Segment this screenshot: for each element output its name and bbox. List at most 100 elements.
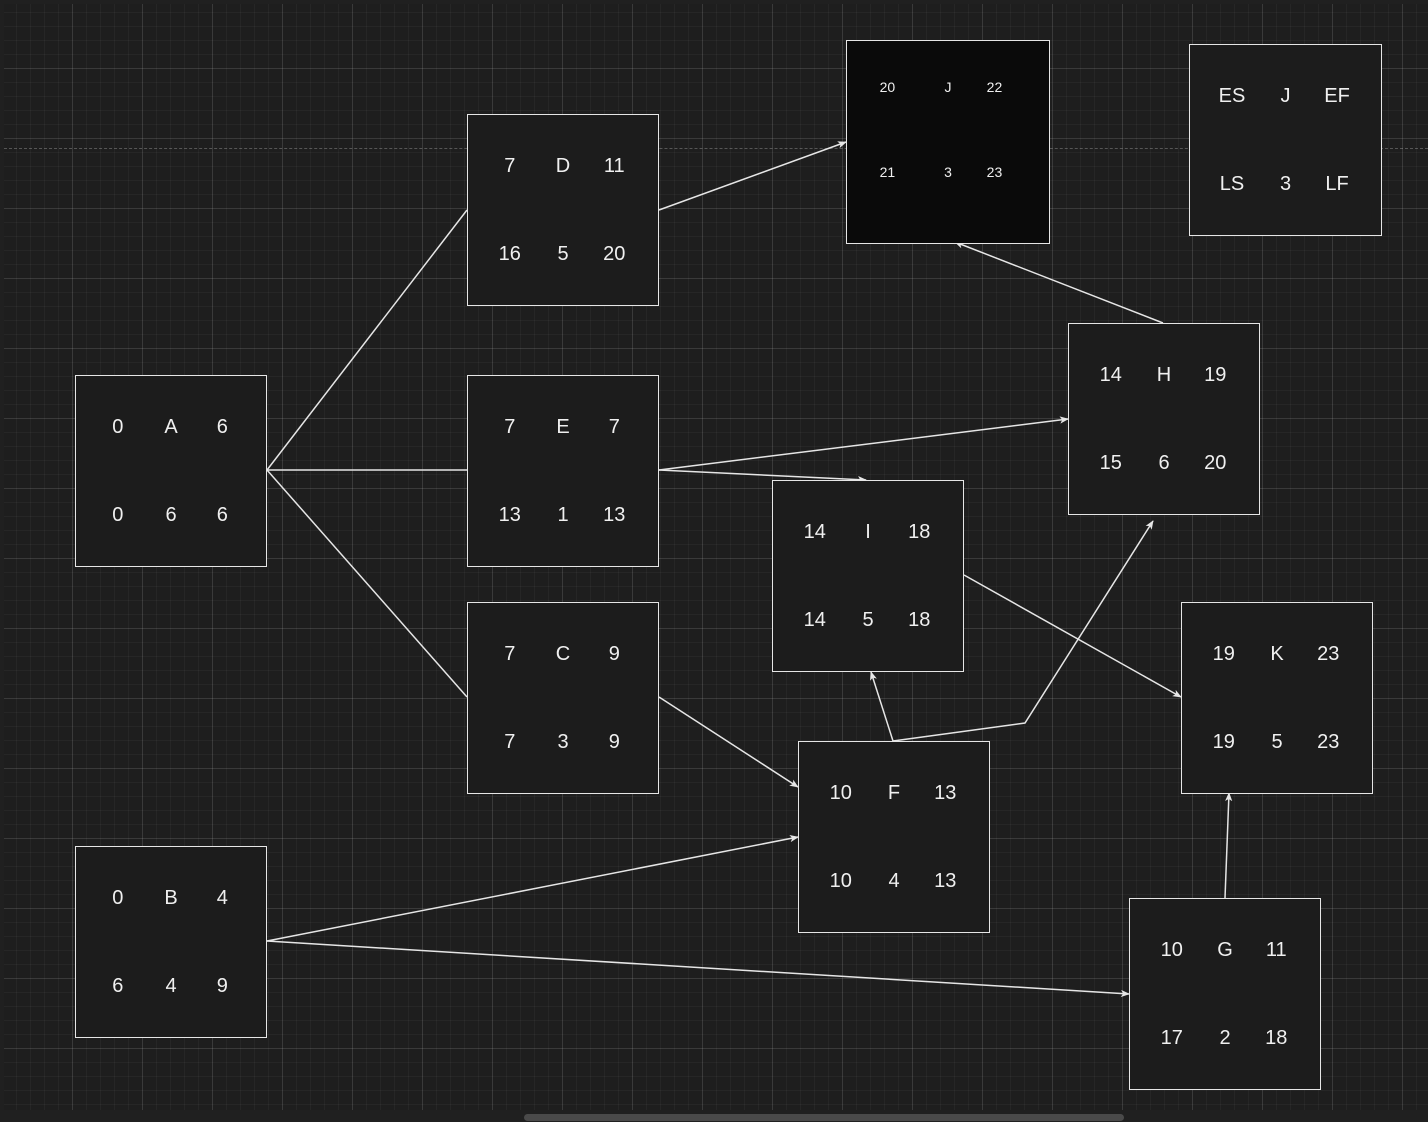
- late-finish: 13: [603, 503, 626, 526]
- late-finish: 9: [216, 974, 228, 997]
- edge-g-k[interactable]: [1224, 792, 1233, 899]
- activity-node-i[interactable]: 14 I 18 14 5 18: [772, 480, 964, 672]
- early-finish: 4: [216, 887, 228, 910]
- duration: 5: [862, 608, 874, 631]
- early-start: 7: [504, 155, 516, 178]
- early-finish: 13: [934, 782, 957, 805]
- late-finish: 13: [934, 869, 957, 892]
- duration: 4: [165, 974, 177, 997]
- early-start: 10: [829, 782, 852, 805]
- activity-name: A: [164, 416, 178, 439]
- horizontal-scrollbar[interactable]: [524, 1114, 1124, 1121]
- early-finish: 9: [608, 643, 620, 666]
- late-start: 7: [504, 730, 516, 753]
- activity-name: F: [887, 782, 901, 805]
- early-start: 10: [1160, 939, 1183, 962]
- activity-name: J: [944, 79, 952, 96]
- activity-name: D: [555, 155, 571, 178]
- legend-name-label: J: [1280, 85, 1291, 108]
- late-finish: 20: [1204, 451, 1227, 474]
- legend-duration-label: 3: [1279, 172, 1292, 195]
- activity-name: E: [556, 416, 570, 439]
- early-start: 7: [504, 643, 516, 666]
- duration: 5: [1271, 730, 1283, 753]
- edge-e-i[interactable]: [658, 469, 867, 484]
- late-finish: 23: [986, 164, 1003, 181]
- late-start: 17: [1160, 1026, 1183, 1049]
- early-start: 19: [1212, 643, 1235, 666]
- legend-es-label: ES: [1218, 85, 1246, 108]
- activity-name: K: [1270, 643, 1284, 666]
- duration: 5: [557, 242, 569, 265]
- activity-node-d[interactable]: 7 D 11 16 5 20: [467, 114, 659, 306]
- early-start: 14: [1099, 364, 1122, 387]
- late-start: 0: [112, 503, 124, 526]
- duration: 1: [557, 503, 569, 526]
- edge-c-f[interactable]: [658, 696, 799, 788]
- early-finish: 18: [908, 521, 931, 544]
- activity-node-j[interactable]: 20 J 22 21 3 23: [846, 40, 1050, 244]
- activity-name: C: [555, 643, 571, 666]
- legend-ls-label: LS: [1219, 172, 1245, 195]
- early-start: 14: [803, 521, 826, 544]
- early-finish: 23: [1317, 643, 1340, 666]
- late-start: 10: [829, 869, 852, 892]
- alignment-guide: [4, 148, 1428, 149]
- edge-i-k[interactable]: [963, 574, 1182, 698]
- activity-node-k[interactable]: 19 K 23 19 5 23: [1181, 602, 1373, 794]
- duration: 4: [888, 869, 900, 892]
- late-start: 14: [803, 608, 826, 631]
- duration: 3: [944, 164, 952, 181]
- activity-name: H: [1156, 364, 1172, 387]
- early-start: 0: [112, 887, 124, 910]
- edge-b-g[interactable]: [266, 940, 1130, 998]
- late-finish: 23: [1317, 730, 1340, 753]
- legend-ef-label: EF: [1324, 85, 1350, 108]
- early-finish: 11: [603, 155, 625, 178]
- early-start: 7: [504, 416, 516, 439]
- duration: 2: [1219, 1026, 1231, 1049]
- legend-node[interactable]: ES J EF LS 3 LF: [1189, 44, 1382, 236]
- late-start: 21: [879, 164, 896, 181]
- early-start: 20: [879, 79, 896, 96]
- activity-node-b[interactable]: 0 B 4 6 4 9: [75, 846, 267, 1038]
- activity-name: B: [164, 887, 178, 910]
- late-start: 19: [1212, 730, 1235, 753]
- edge-e-h[interactable]: [658, 416, 1069, 471]
- edge-f-i[interactable]: [870, 671, 894, 742]
- late-start: 6: [112, 974, 124, 997]
- edge-f-h[interactable]: [892, 520, 1154, 742]
- edge-a-d[interactable]: [266, 209, 468, 471]
- activity-node-h[interactable]: 14 H 19 15 6 20: [1068, 323, 1260, 515]
- duration: 3: [557, 730, 569, 753]
- edge-d-j[interactable]: [658, 141, 847, 211]
- edge-b-f[interactable]: [266, 835, 799, 942]
- early-start: 0: [112, 416, 124, 439]
- late-start: 16: [498, 242, 521, 265]
- activity-name: G: [1217, 939, 1233, 962]
- activity-node-c[interactable]: 7 C 9 7 3 9: [467, 602, 659, 794]
- edge-a-c[interactable]: [266, 469, 468, 698]
- duration: 6: [165, 503, 177, 526]
- early-finish: 22: [986, 79, 1003, 96]
- early-finish: 7: [608, 416, 620, 439]
- late-finish: 6: [216, 503, 228, 526]
- early-finish: 6: [216, 416, 228, 439]
- late-start: 13: [498, 503, 521, 526]
- activity-node-g[interactable]: 10 G 11 17 2 18: [1129, 898, 1321, 1090]
- legend-lf-label: LF: [1325, 172, 1349, 195]
- activity-node-f[interactable]: 10 F 13 10 4 13: [798, 741, 990, 933]
- activity-name: I: [865, 521, 871, 544]
- late-finish: 18: [1265, 1026, 1288, 1049]
- early-finish: 11: [1265, 939, 1287, 962]
- activity-node-a[interactable]: 0 A 6 0 6 6: [75, 375, 267, 567]
- duration: 6: [1158, 451, 1170, 474]
- late-finish: 20: [603, 242, 626, 265]
- late-finish: 18: [908, 608, 931, 631]
- activity-node-e[interactable]: 7 E 7 13 1 13: [467, 375, 659, 567]
- late-finish: 9: [608, 730, 620, 753]
- early-finish: 19: [1204, 364, 1227, 387]
- late-start: 15: [1099, 451, 1122, 474]
- edge-h-j[interactable]: [954, 241, 1164, 324]
